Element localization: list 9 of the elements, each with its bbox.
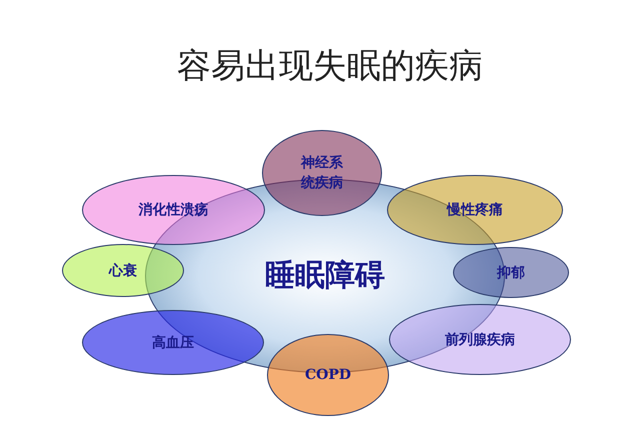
- disease-label: 慢性疼痛: [447, 201, 503, 220]
- disease-label: 神经系统疾病: [300, 154, 344, 193]
- disease-label: 消化性溃疡: [138, 201, 208, 220]
- title: 容易出现失眠的疾病: [176, 45, 484, 88]
- disease-label: 前列腺疾病: [445, 330, 515, 350]
- disease-label: 高血压: [152, 334, 194, 352]
- disease-label: 心衰: [109, 262, 137, 280]
- center-label: 睡眠障碍: [265, 258, 385, 294]
- disease-label: COPD: [304, 366, 351, 385]
